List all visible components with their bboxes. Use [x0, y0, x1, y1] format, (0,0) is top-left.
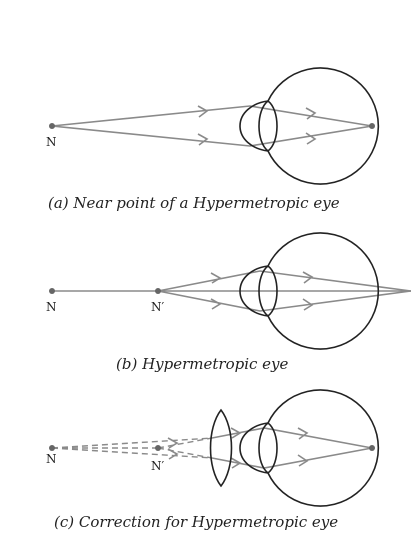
panel-b-cornea — [239, 265, 269, 317]
panel-c-dashed-lower-n — [51, 447, 213, 459]
panel-c-arrow-lower-2 — [297, 454, 309, 467]
panel-b-caption: (b) Hypermetropic eye — [116, 355, 289, 373]
panel-c-convex-lens — [209, 408, 233, 488]
panel-a-retina-point — [369, 123, 375, 129]
panel-c-point-n-prime — [155, 445, 161, 451]
panel-c-dashed-upper-n — [51, 437, 213, 449]
panel-a-label-n: N — [46, 135, 57, 149]
panel-b-arrow-upper-2 — [302, 271, 314, 284]
panel-b-arrow-lower-2 — [302, 298, 314, 311]
panel-a-point-n — [49, 123, 55, 129]
panel-b: N N′ (b) Hypermetropic eye — [46, 232, 411, 373]
panel-c-arrow-dashed-upper — [167, 437, 179, 449]
panel-a-arrow-lower-1 — [197, 133, 209, 146]
panel-b-label-n-prime: N′ — [151, 300, 165, 314]
panel-a-eye-lens — [258, 99, 278, 153]
panel-c-retina-point — [369, 445, 375, 451]
panel-a-ray-lower — [51, 125, 373, 147]
panel-c-caption: (c) Correction for Hypermetropic eye — [54, 513, 338, 531]
panel-c-arrow-upper-1 — [230, 427, 242, 439]
panel-c: N N′ (c) Correction for Hypermetropic ey… — [46, 389, 380, 531]
panel-a-cornea — [239, 100, 269, 152]
panel-b-arrow-lower-1 — [210, 298, 222, 310]
panel-a-ray-upper — [51, 105, 373, 127]
panel-a-arrow-upper-1 — [197, 105, 209, 118]
panel-c-arrow-lower-1 — [230, 457, 242, 469]
panel-a-caption: (a) Near point of a Hypermetropic eye — [48, 194, 340, 212]
panel-b-point-n-prime — [155, 288, 161, 294]
panel-a: N (a) Near point of a Hypermetropic eye — [46, 67, 380, 212]
panel-c-eyeball — [267, 389, 380, 507]
panel-b-label-n: N — [46, 300, 57, 314]
panel-b-eye-lens — [258, 264, 278, 318]
panel-b-point-n — [49, 288, 55, 294]
panel-c-arrow-upper-2 — [297, 427, 309, 440]
panel-c-dashed-lower-nprime — [157, 447, 213, 459]
panel-c-point-n — [49, 445, 55, 451]
panel-b-ray-lower — [157, 290, 411, 312]
panel-b-arrow-upper-1 — [210, 272, 222, 284]
panel-c-dashed-upper-nprime — [157, 437, 213, 449]
panel-a-arrow-upper-2 — [305, 107, 317, 120]
panel-a-eyeball — [267, 67, 380, 185]
panel-c-cornea — [239, 422, 269, 474]
panel-c-label-n-prime: N′ — [151, 459, 165, 473]
panel-c-arrow-dashed-lower — [167, 448, 179, 460]
panel-b-ray-upper — [157, 270, 411, 292]
panel-a-arrow-lower-2 — [305, 132, 317, 145]
panel-c-label-n: N — [46, 452, 57, 466]
panel-b-eyeball — [267, 232, 380, 350]
panel-c-eye-lens — [258, 421, 278, 475]
